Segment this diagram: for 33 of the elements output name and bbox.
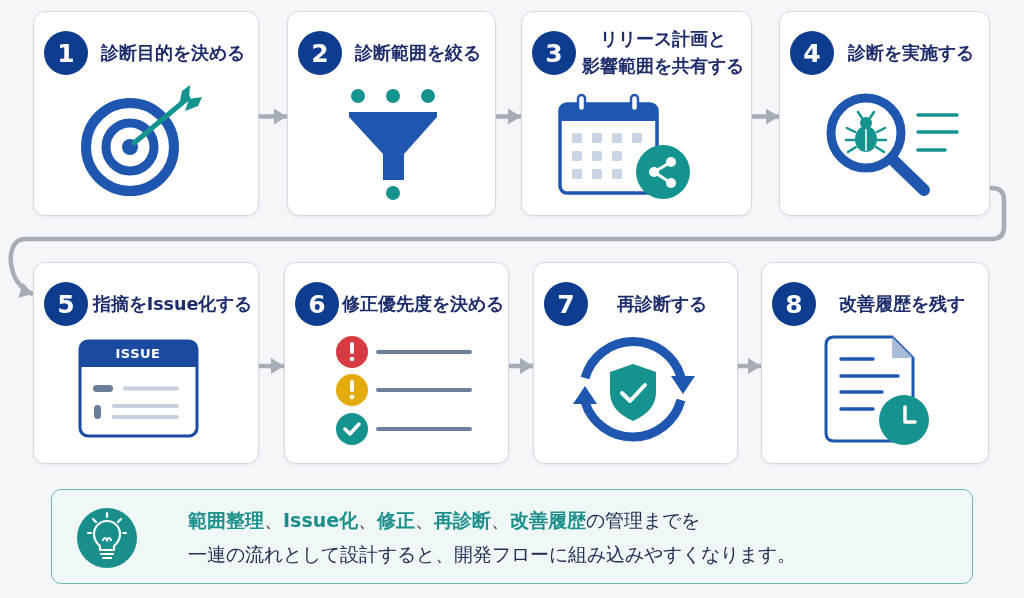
note-text: 範囲整理、Issue化、修正、再診断、改善履歴の管理までを一連の流れとして設計すると、開発フローに組み込みやすくなります。 bbox=[188, 507, 796, 567]
step-title: 診断目的を決める bbox=[100, 41, 245, 65]
arrow bbox=[752, 108, 779, 125]
step-number-badge: 8 bbox=[772, 282, 816, 326]
step-title: リリース計画と影響範囲を共有する bbox=[582, 28, 744, 78]
step-title: 診断範囲を絞る bbox=[355, 41, 481, 65]
card-header-text: ISSUE bbox=[115, 347, 161, 360]
step-card bbox=[284, 262, 509, 464]
step-card bbox=[521, 11, 752, 216]
step-card bbox=[33, 262, 259, 464]
step-number-badge: 3 bbox=[532, 31, 576, 75]
step-title: 改善履歴を残す bbox=[838, 292, 965, 316]
step-number-badge: 7 bbox=[544, 282, 588, 326]
step-number-badge: 5 bbox=[44, 282, 88, 326]
arrow bbox=[259, 358, 284, 374]
arrow bbox=[259, 108, 287, 125]
step-card bbox=[33, 11, 259, 216]
step-number-badge: 1 bbox=[44, 31, 88, 75]
step-card bbox=[761, 262, 989, 464]
step-number-badge: 4 bbox=[790, 31, 834, 75]
step-number-badge: 6 bbox=[295, 282, 339, 326]
step-number-badge: 2 bbox=[298, 31, 342, 75]
step-card bbox=[287, 11, 496, 216]
step-title: 診断を実施する bbox=[848, 41, 974, 65]
step-title: 指摘をIssue化する bbox=[92, 292, 253, 316]
step-title: 再診断する bbox=[617, 292, 707, 316]
arrow bbox=[738, 358, 761, 374]
step-title: 修正優先度を決める bbox=[342, 292, 504, 316]
note-box bbox=[51, 489, 973, 584]
arrow bbox=[509, 358, 533, 374]
step-card bbox=[533, 262, 738, 464]
arrow bbox=[496, 108, 521, 125]
step-card bbox=[779, 11, 990, 216]
